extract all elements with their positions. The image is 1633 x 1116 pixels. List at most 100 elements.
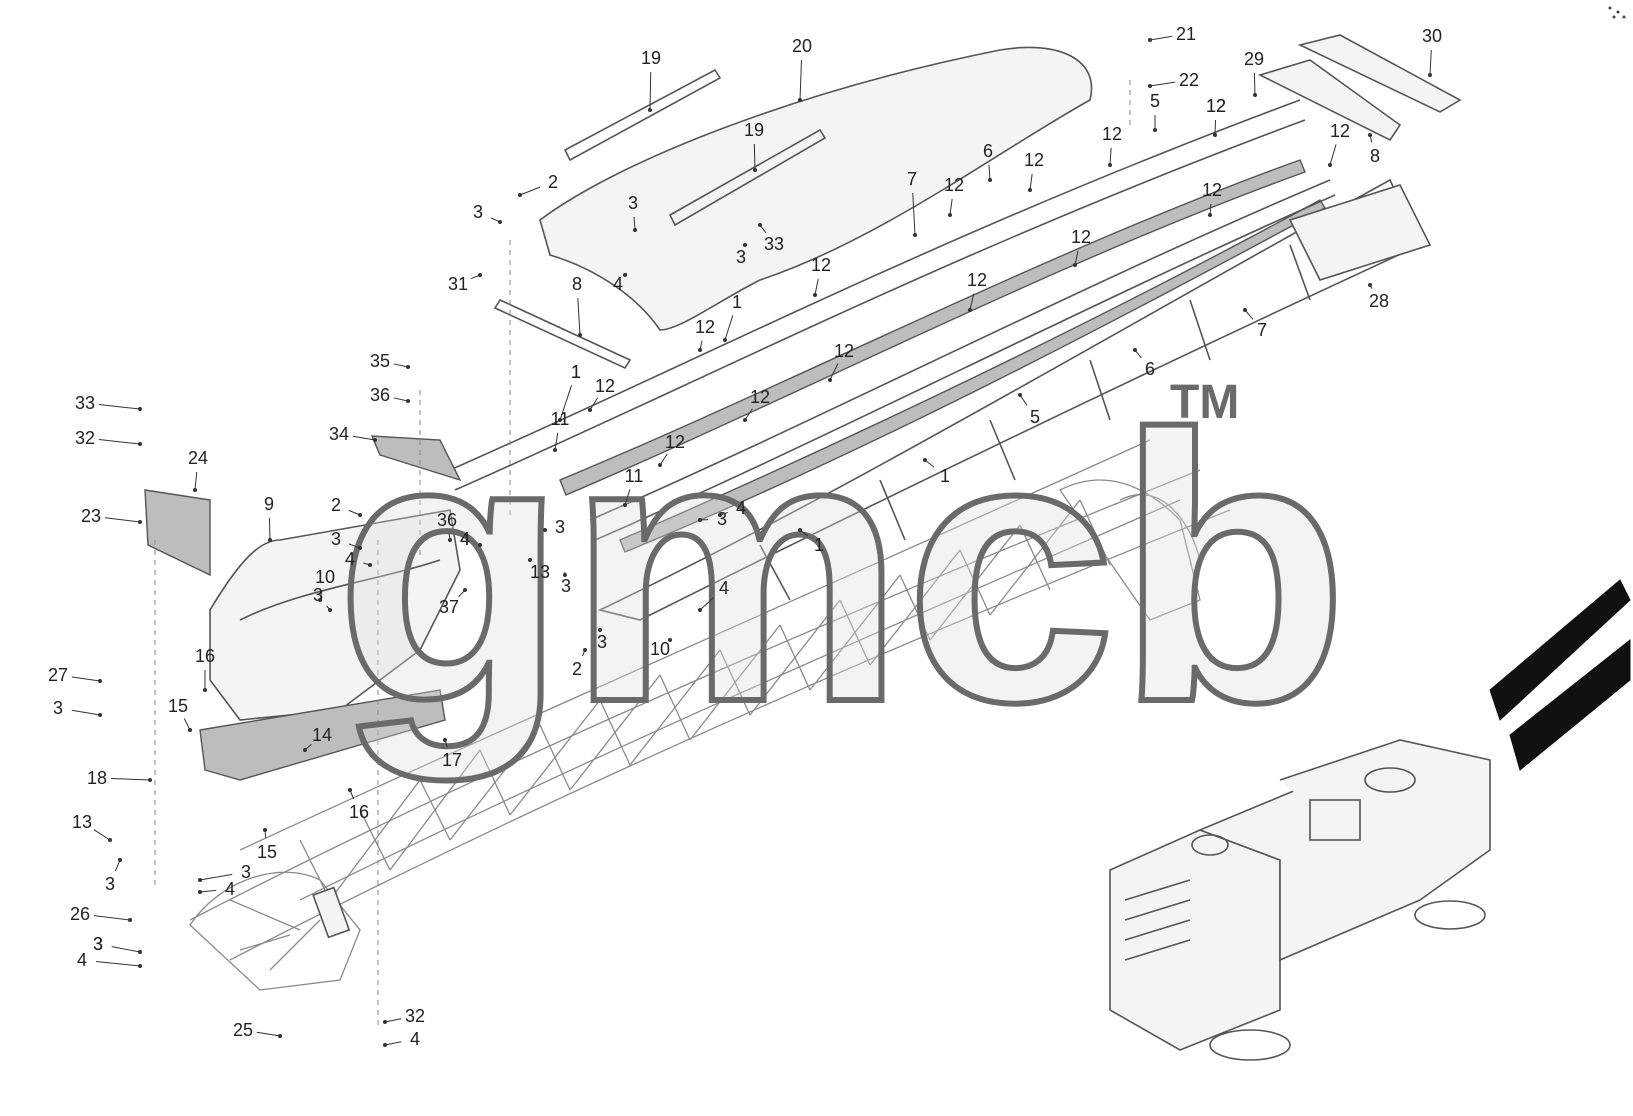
skirt-14 [199,689,446,781]
leader-line-3 [199,873,233,881]
callout-24: 24 [188,448,208,468]
leader-dot-4 [698,608,702,612]
leader-dot-35 [406,365,410,369]
callout-33: 33 [75,393,95,413]
leader-line-3 [633,216,636,231]
callout-4: 4 [410,1029,420,1049]
callout-30: 30 [1422,26,1442,46]
leader-dot-12 [828,378,832,382]
callout-12: 12 [967,270,987,290]
callout-12: 12 [1024,150,1044,170]
leader-dot-12 [1073,263,1077,267]
callout-12: 12 [750,387,770,407]
callout-3: 3 [555,517,565,537]
leader-dot-2 [518,193,522,197]
callout-13: 13 [530,562,550,582]
callout-12: 12 [1102,124,1122,144]
plate-23 [144,489,211,577]
callout-12: 12 [1071,227,1091,247]
callout-3: 3 [331,529,341,549]
leader-line-2 [348,509,361,516]
callout-3: 3 [597,632,607,652]
leader-dot-14 [303,748,307,752]
leader-line-35 [393,363,409,368]
leader-line-20 [799,59,802,101]
leader-line-23 [104,517,141,523]
callout-4: 4 [736,498,746,518]
leader-line-12 [1109,147,1112,166]
leader-dot-1 [798,528,802,532]
leader-dot-3 [358,546,362,550]
callout-12: 12 [1202,180,1222,200]
leader-line-1 [724,315,734,341]
leader-line-12 [814,278,819,296]
leader-dot-10 [668,638,672,642]
watermark: gmcb TM [332,353,1351,786]
leader-line-8 [577,297,581,336]
hopper-9 [209,509,461,721]
leader-dot-23 [138,520,142,524]
leader-dot-13 [108,838,112,842]
callout-13: 13 [72,812,92,832]
conveyor-truss-frame [189,439,1231,991]
leader-dot-19 [753,168,757,172]
leader-line-12 [969,293,975,311]
leader-dot-3 [118,858,122,862]
leader-line-12 [1214,119,1217,136]
leader-dot-20 [798,98,802,102]
leader-dot-3 [543,528,547,532]
callout-15: 15 [168,696,188,716]
leader-dot-32 [383,1020,387,1024]
callout-6: 6 [1145,359,1155,379]
leader-line-13 [93,829,111,841]
leader-line-34 [352,435,376,441]
watermark-trademark: TM [1170,376,1239,429]
leader-dot-3 [138,950,142,954]
leader-dot-7 [1243,308,1247,312]
leader-dot-3 [98,713,102,717]
leader-line-12 [589,397,599,411]
leader-dot-4 [368,563,372,567]
leader-dot-13 [528,558,532,562]
leader-dot-28 [1368,283,1372,287]
leader-line-7 [1244,309,1254,320]
callout-1: 1 [571,362,581,382]
leader-dot-12 [1328,163,1332,167]
leader-line-12 [659,453,668,466]
leader-line-21 [1149,35,1173,41]
callout-3: 3 [241,862,251,882]
leader-dot-3 [198,878,202,882]
callout-5: 5 [1150,91,1160,111]
callout-18: 18 [87,768,107,788]
leader-line-9 [268,517,271,541]
callout-3: 3 [105,874,115,894]
leader-dot-15 [188,728,192,732]
callout-11: 11 [551,409,570,429]
leader-line-4 [384,1041,402,1046]
callout-3: 3 [561,576,571,596]
leader-line-12 [1329,144,1337,166]
leader-line-4 [199,889,217,893]
shaded-strip-lower [619,199,1326,553]
leader-dot-22 [1148,84,1152,88]
callout-7: 7 [1257,320,1267,340]
leader-dot-30 [1428,73,1432,77]
leader-dot-12 [948,213,952,217]
callout-7: 7 [907,169,917,189]
callout-12: 12 [695,317,715,337]
leader-dot-1 [923,458,927,462]
callout-1: 1 [814,535,824,555]
leader-line-30 [1429,49,1432,76]
leader-dot-32 [138,442,142,446]
callout-12: 12 [1330,121,1350,141]
leader-line-19 [753,143,756,171]
callout-12: 12 [595,376,615,396]
leader-line-24 [194,471,198,491]
callout-25: 25 [233,1020,253,1040]
callout-21: 21 [1176,24,1196,44]
callout-20: 20 [792,36,812,56]
upper-cover-20 [539,46,1093,331]
callout-1: 1 [732,292,742,312]
leader-dot-11 [553,448,557,452]
